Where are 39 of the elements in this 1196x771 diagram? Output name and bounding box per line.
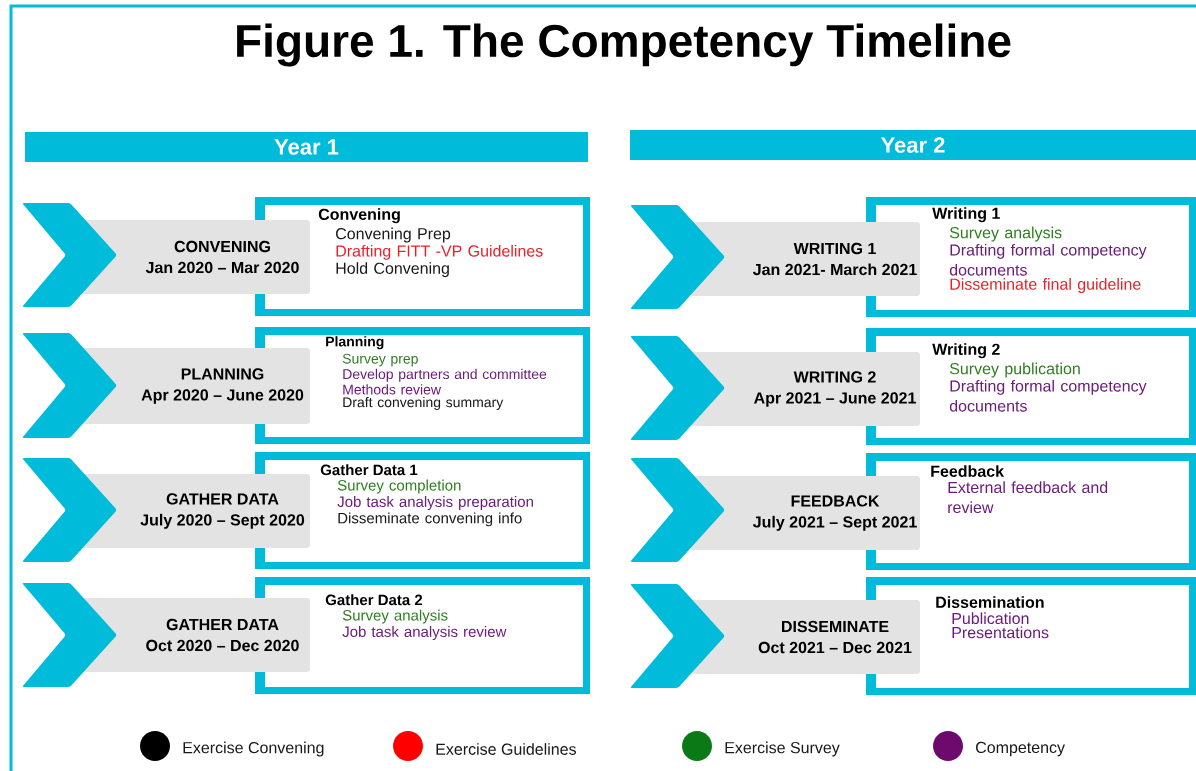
activity-item: Draft convening summary <box>343 396 504 410</box>
panel-heading: Planning <box>326 336 384 350</box>
activity-item: Presentations <box>952 626 1049 639</box>
legend-label: Competency <box>976 741 1065 757</box>
activity-item: Survey analysis <box>342 609 448 624</box>
year-banner: Year 2 <box>630 130 1196 160</box>
panel-heading: Dissemination <box>936 596 1044 608</box>
panel-heading: Writing 1 <box>932 207 1000 223</box>
year-banner: Year 1 <box>25 132 588 162</box>
activity-item: Job task analysis review <box>342 626 507 640</box>
panel-heading: Gather Data 2 <box>325 594 423 606</box>
activity-item: Survey publication <box>949 362 1080 378</box>
activity-item: Disseminate final guideline <box>950 278 1141 293</box>
activity-item: Convening Prep <box>336 227 451 243</box>
activity-item: Survey prep <box>342 353 418 367</box>
legend-label: Exercise Guidelines <box>436 743 576 755</box>
panel-heading: Feedback <box>931 465 1005 477</box>
stage-box: DISSEMINATE Oct 2021 – Dec 2021 <box>690 600 920 674</box>
activity-item: Develop partners and committee <box>343 368 547 382</box>
stage-box: FEEDBACK July 2021 – Sept 2021 <box>690 476 920 550</box>
title: Figure 1. The Competency Timeline <box>237 23 1011 67</box>
panel-heading: Convening <box>318 208 400 224</box>
panel-heading: Gather Data 1 <box>320 464 418 476</box>
activity-item: Publication <box>952 612 1029 625</box>
activity-item: Survey analysis <box>949 226 1062 242</box>
legend-label: Exercise Survey <box>725 741 840 757</box>
activity-item: Survey completion <box>337 479 461 494</box>
activity-item: External feedback and review <box>948 481 1108 514</box>
activity-item: Methods review <box>343 384 442 395</box>
activity-item: Drafting formal competency documents <box>949 243 1147 276</box>
stage-box: WRITING 2 Apr 2021 – June 2021 <box>690 352 920 426</box>
stage-box: WRITING 1 Jan 2021- March 2021 <box>690 222 920 296</box>
activity-item: Disseminate convening info <box>338 512 522 527</box>
activity-item: Hold Convening <box>336 262 449 278</box>
panel-heading: Writing 2 <box>932 343 1000 359</box>
activity-item: Job task analysis preparation <box>337 496 533 510</box>
activity-item: Drafting formal competency documents <box>949 379 1147 412</box>
activity-item: Drafting FITT -VP Guidelines <box>336 244 543 260</box>
legend-label: Exercise Convening <box>183 741 324 757</box>
